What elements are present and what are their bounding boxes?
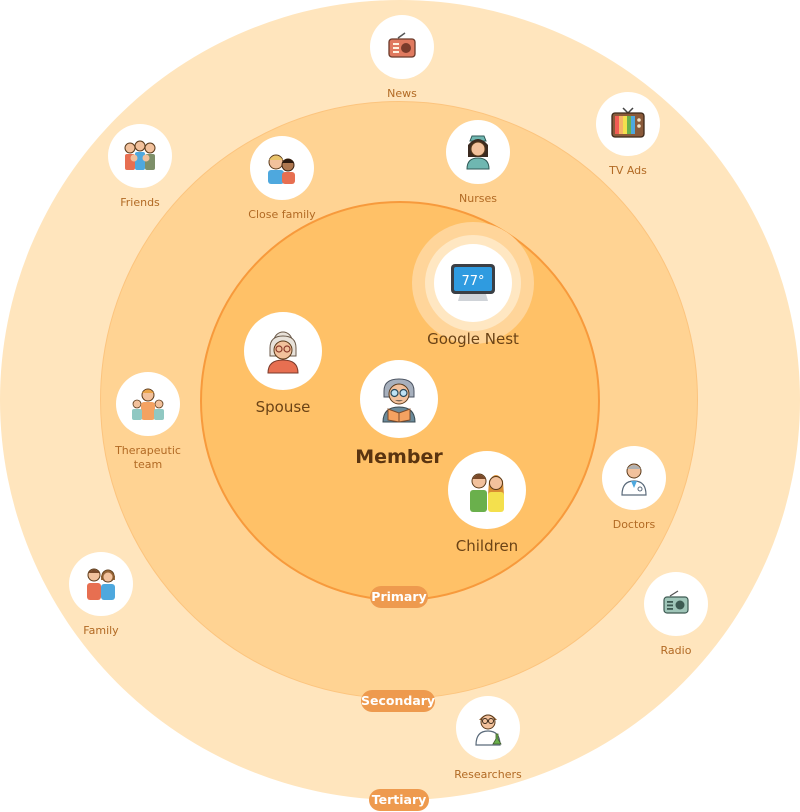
node-label: Google Nest [427,330,519,348]
node-disc: 77° [434,244,512,322]
couple-icon [470,473,504,512]
node-label: TV Ads [609,164,647,177]
nurse-icon [466,135,490,170]
node-disc [596,92,660,156]
node-label: Radio [660,644,692,657]
node-label: Friends [120,196,160,209]
radio-icon [663,590,689,614]
thermostat-reading: 77° [461,274,484,289]
thermostat-icon: 77° [451,264,495,301]
doctor-icon [621,463,647,496]
family-icon [87,568,115,600]
radio-news-icon [388,32,416,58]
node-label: Nurses [459,192,497,205]
node-disc [446,120,510,184]
node-label: Children [455,537,519,555]
family-pair-icon [268,154,295,184]
node-label: Researchers [454,768,522,781]
node-disc [448,451,526,529]
node-disc [116,372,180,436]
tv-icon [611,107,645,138]
node-label: Close family [248,208,316,221]
node-label: Spouse [255,398,311,416]
grandfather-reading-icon [382,378,416,423]
scientist-icon [475,714,502,746]
node-disc [370,15,434,79]
node-disc [456,696,520,760]
node-label: Member [355,446,443,468]
friends-group-icon [124,140,156,170]
grandmother-icon [267,331,299,374]
node-disc [244,312,322,390]
ring-label-secondary: Secondary [361,690,435,712]
node-label: Family [83,624,119,637]
node-disc [108,124,172,188]
node-disc [250,136,314,200]
node-disc [644,572,708,636]
ring-label-tertiary: Tertiary [369,789,429,811]
node-disc [360,360,438,438]
ring-label-primary: Primary [370,586,428,608]
node-label: News [387,87,417,100]
node-label: Therapeutic team [115,444,181,471]
therapy-team-icon [132,388,164,420]
node-disc [69,552,133,616]
node-label: Doctors [612,518,656,531]
node-disc [602,446,666,510]
